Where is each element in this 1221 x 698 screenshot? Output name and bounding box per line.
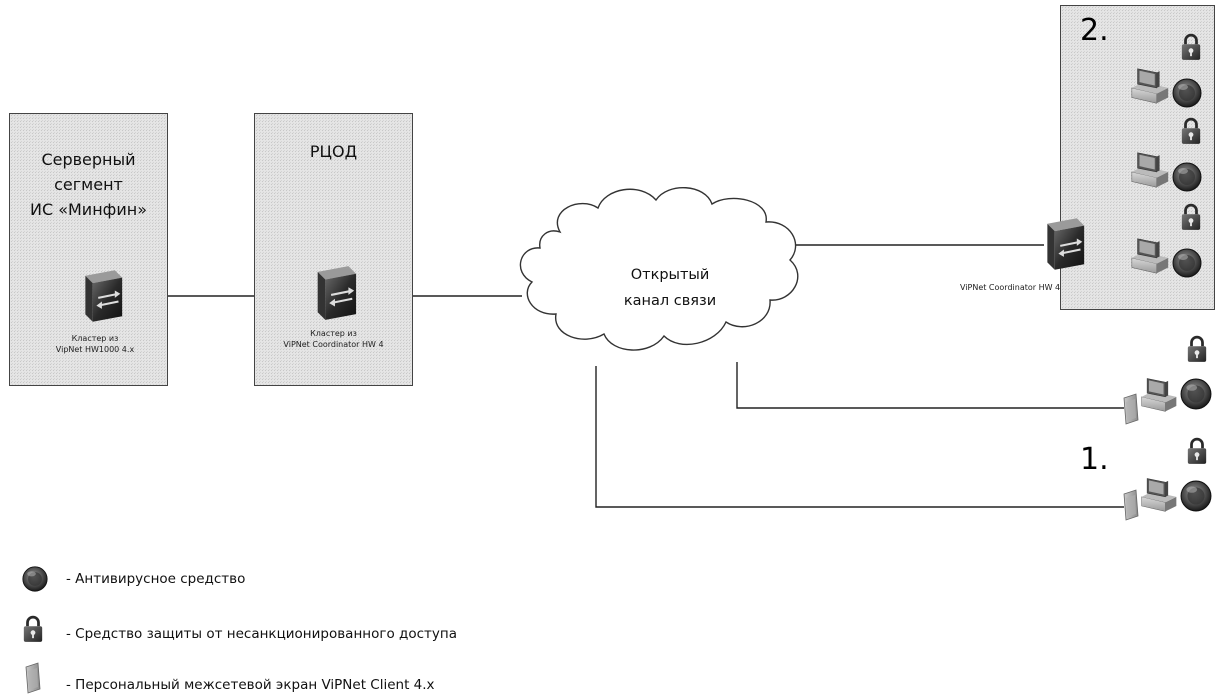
legend-lock-text: - Средство защиты от несанкционированног… [66,626,457,642]
cloud-label-1: Открытый [630,267,710,283]
server-icon [78,270,124,322]
workstation-icon [1128,236,1172,276]
server-icon [310,266,358,320]
lock-icon [1186,335,1208,363]
cloud-label-2: канал связи [623,293,717,309]
antivirus-icon [1172,248,1202,278]
antivirus-icon [1180,480,1212,512]
lock-icon [1180,117,1202,145]
antivirus-icon [1180,378,1212,410]
server-segment-box [9,113,168,386]
coordinator-label: ViPNet Coordinator HW 4 [960,283,1061,292]
center-device-label-2: ViPNet Coordinator HW 4 [283,340,384,349]
legend-lock-icon [22,615,44,643]
branch-number: 2. [1080,13,1109,48]
antivirus-icon [1172,162,1202,192]
lock-icon [1186,437,1208,465]
lock-icon [1180,203,1202,231]
center-device-label-1: Кластер из [310,329,357,338]
legend-antivirus-text: - Антивирусное средство [66,571,246,587]
workstation-icon [1138,376,1180,414]
rcod-box [254,113,413,386]
server-segment-title-1: Серверный [41,150,136,169]
rcod-title: РЦОД [309,142,358,161]
legend-antivirus-icon [22,566,48,592]
antivirus-icon [1172,78,1202,108]
legend-firewall-text: - Персональный межсетевой экран ViPNet C… [66,677,435,693]
workstation-icon [1128,66,1172,106]
server-segment-title-3: ИС «Минфин» [29,200,147,219]
lock-icon [1180,33,1202,61]
legend-firewall-icon [24,662,42,694]
server-icon [1040,218,1086,270]
left-device-label-2: VipNet HW1000 4.x [55,345,135,354]
server-segment-title-2: сегмент [54,175,123,194]
line-cloud-to-remote-1 [736,362,1124,409]
line-cloud-to-remote-2 [595,366,1124,508]
workstation-icon [1128,150,1172,190]
workstation-icon [1138,476,1180,514]
cloud-shape [519,186,799,351]
left-device-label-1: Кластер из [71,334,119,343]
remote-group-number: 1. [1080,442,1109,477]
